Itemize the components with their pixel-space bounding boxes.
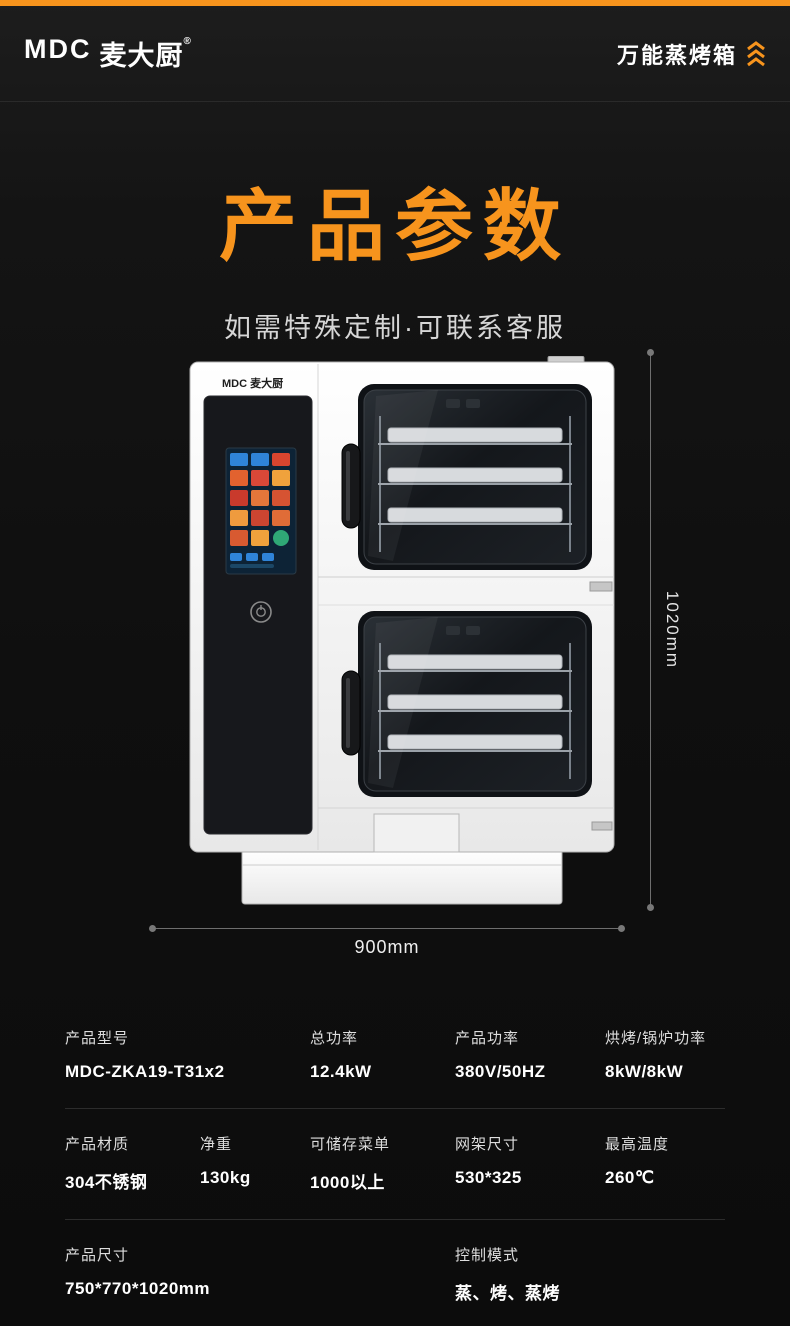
product-name-label: 万能蒸烤箱	[616, 42, 737, 68]
oven-side-latch	[589, 581, 613, 592]
spec-cell: 总功率 12.4kW	[310, 1027, 455, 1082]
steam-icon	[747, 40, 765, 66]
spec-cell: 产品功率 380V/50HZ	[455, 1027, 605, 1082]
spec-cell: 控制模式 蒸、烤、蒸烤	[455, 1244, 725, 1304]
oven-lower-door-handle	[341, 670, 361, 756]
spec-label: 产品尺寸	[65, 1247, 130, 1264]
page-title: 产品参数	[218, 182, 571, 270]
spec-value: 1000以上	[310, 1173, 385, 1192]
spec-cell: 产品材质 304不锈钢	[65, 1133, 200, 1193]
brand-logo-mdc: MDC	[24, 34, 92, 64]
spec-cell: 可储存菜单 1000以上	[310, 1133, 455, 1193]
top-accent-bar	[0, 0, 790, 6]
oven-illustration: MDC 麦大厨	[188, 355, 616, 908]
spec-value: 12.4kW	[310, 1062, 372, 1081]
spec-label: 总功率	[310, 1030, 359, 1047]
oven-upper-door	[358, 384, 592, 570]
spec-value: 380V/50HZ	[455, 1062, 546, 1081]
oven-pedestal	[241, 849, 563, 905]
spec-label: 最高温度	[605, 1136, 670, 1153]
spec-label: 烘烤/锅炉功率	[605, 1030, 707, 1047]
spec-label: 净重	[200, 1136, 233, 1153]
registered-mark: ®	[183, 36, 192, 47]
spec-label: 网架尺寸	[455, 1136, 520, 1153]
spec-row-1: 产品型号 MDC-ZKA19-T31x2 总功率 12.4kW 产品功率 380…	[65, 1003, 725, 1108]
height-dimension-label: 1020mm	[663, 590, 682, 670]
oven-lower-door	[358, 611, 592, 797]
spec-value: MDC-ZKA19-T31x2	[65, 1062, 225, 1081]
spec-row-3: 产品尺寸 750*770*1020mm 控制模式 蒸、烤、蒸烤	[65, 1219, 725, 1326]
page-subtitle: 如需特殊定制·可联系客服	[224, 313, 566, 343]
spec-cell: 净重 130kg	[200, 1133, 310, 1193]
oven-drip-tray	[373, 813, 460, 853]
spec-label: 产品功率	[455, 1030, 520, 1047]
spec-value: 530*325	[455, 1168, 522, 1187]
spec-cell: 网架尺寸 530*325	[455, 1133, 605, 1193]
oven-power-button	[250, 601, 272, 623]
oven-svg: MDC 麦大厨	[189, 355, 615, 905]
spec-label: 可储存菜单	[310, 1136, 391, 1153]
spec-row-2: 产品材质 304不锈钢 净重 130kg 可储存菜单 1000以上 网架尺寸 5…	[65, 1108, 725, 1219]
height-dimension-line: 1020mm	[647, 349, 682, 911]
spec-value: 750*770*1020mm	[65, 1279, 211, 1298]
spec-value: 130kg	[200, 1168, 251, 1187]
spec-table: 产品型号 MDC-ZKA19-T31x2 总功率 12.4kW 产品功率 380…	[65, 1003, 725, 1326]
spec-label: 控制模式	[455, 1247, 520, 1264]
oven-upper-door-handle	[341, 443, 361, 529]
brand-logo: MDC 麦大厨 ®	[24, 34, 192, 73]
width-dimension-label: 900mm	[354, 937, 420, 957]
oven-bottom-fitting	[591, 821, 613, 831]
spec-value: 304不锈钢	[65, 1173, 148, 1192]
header: MDC 麦大厨 ® 万能蒸烤箱	[0, 6, 790, 102]
spec-value: 260℃	[605, 1168, 655, 1187]
spec-value: 8kW/8kW	[605, 1062, 684, 1081]
brand-logo-cn: 麦大厨	[99, 41, 184, 71]
spec-label: 产品材质	[65, 1136, 130, 1153]
spec-cell: 最高温度 260℃	[605, 1133, 725, 1193]
spec-cell: 产品尺寸 750*770*1020mm	[65, 1244, 455, 1304]
product-name: 万能蒸烤箱	[617, 38, 766, 70]
width-dimension-line: 900mm	[149, 925, 625, 957]
spec-cell: 产品型号 MDC-ZKA19-T31x2	[65, 1027, 310, 1082]
oven-touchscreen	[225, 447, 297, 575]
spec-value: 蒸、烤、蒸烤	[455, 1284, 560, 1303]
spec-cell: 烘烤/锅炉功率 8kW/8kW	[605, 1027, 725, 1082]
spec-label: 产品型号	[65, 1030, 130, 1047]
oven-brand-label: MDC 麦大厨	[222, 376, 283, 390]
